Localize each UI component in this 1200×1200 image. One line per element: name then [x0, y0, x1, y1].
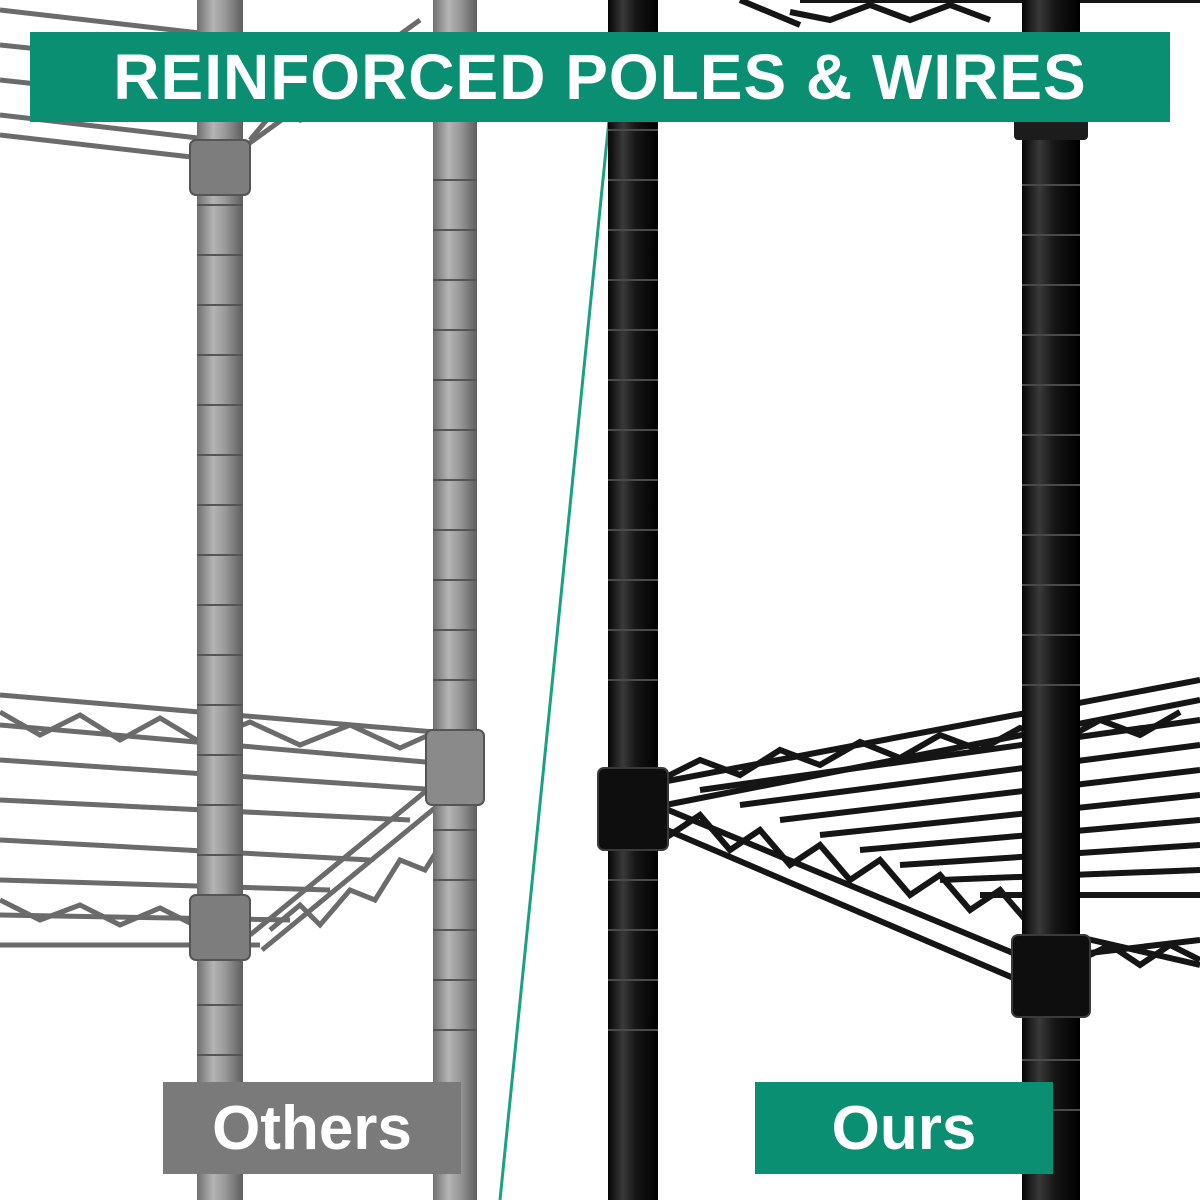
ours-label-text: Ours — [831, 1093, 977, 1163]
others-pole-front — [189, 0, 251, 1200]
ours-pole-front — [597, 0, 669, 1200]
others-label-text: Others — [212, 1093, 412, 1163]
ours-shelf-top — [738, 0, 1200, 28]
headline-banner: REINFORCED POLES & WIRES — [30, 32, 1170, 122]
ours-pole-back — [1011, 0, 1091, 1200]
headline-text: REINFORCED POLES & WIRES — [113, 41, 1087, 113]
ours-shelf-middle — [618, 677, 1200, 988]
others-pole-back — [425, 0, 485, 1200]
ours-label: Ours — [755, 1082, 1053, 1174]
others-label: Others — [163, 1082, 461, 1174]
divider-line — [498, 109, 612, 1200]
